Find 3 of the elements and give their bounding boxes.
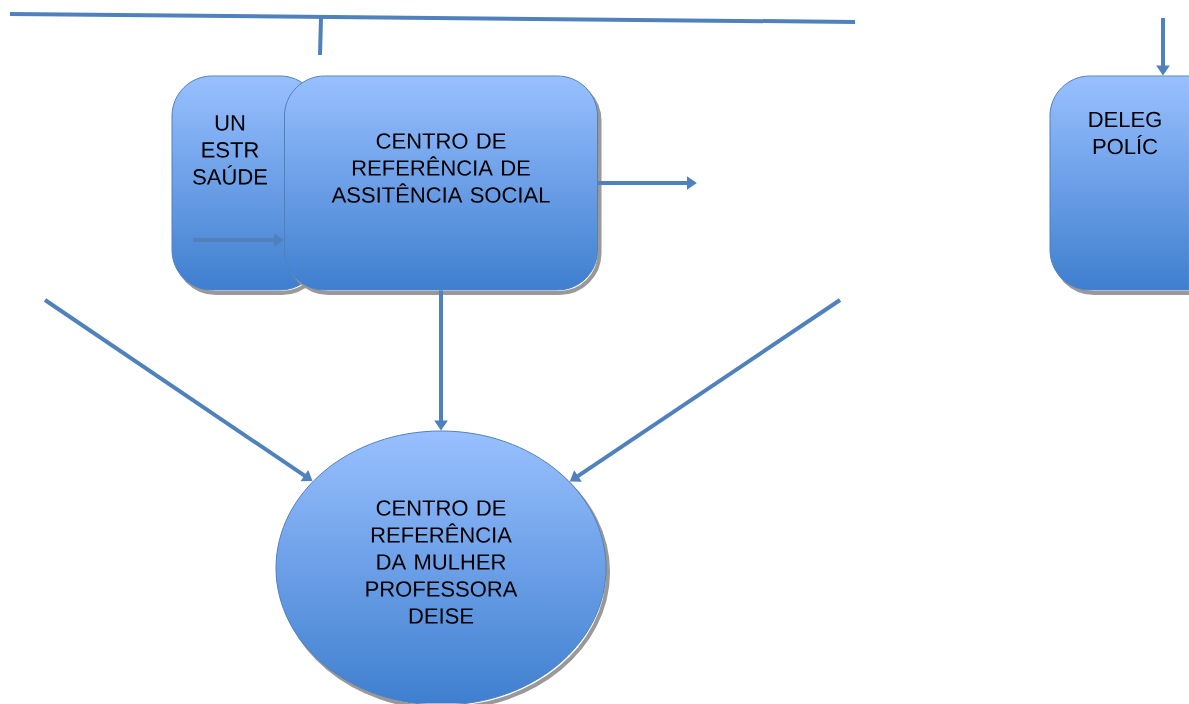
process-box: DELEG POLÍC [1049,75,1189,295]
arrow [43,298,313,482]
process-box: CENTRO DE REFERÊNCIA DE ASSITÊNCIA SOCIAL [284,75,602,295]
